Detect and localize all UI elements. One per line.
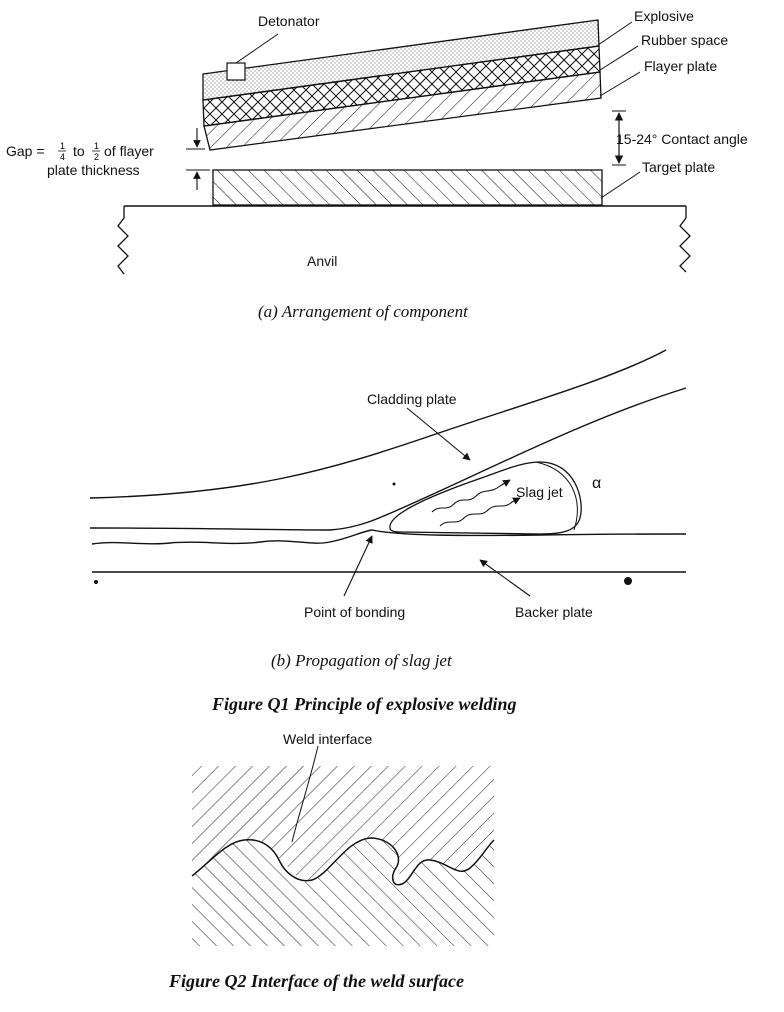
figure-q1-title: Figure Q1 Principle of explosive welding — [211, 694, 516, 714]
label-alpha: α — [592, 475, 601, 492]
svg-text:4: 4 — [60, 152, 65, 162]
label-detonator: Detonator — [258, 13, 320, 29]
panel-b: Cladding plate Slag jet α Point of bondi… — [89, 349, 687, 670]
slag-jet-bubble — [389, 461, 582, 535]
svg-text:Gap =: Gap = — [6, 143, 45, 159]
label-target-plate: Target plate — [642, 159, 715, 175]
label-flayer-plate: Flayer plate — [644, 58, 717, 74]
bond-interface — [91, 529, 687, 545]
svg-text:to: to — [73, 143, 85, 159]
label-point-of-bonding: Point of bonding — [304, 604, 405, 620]
figure-q2: Weld interface — [191, 731, 495, 946]
label-weld-interface: Weld interface — [283, 731, 372, 747]
label-contact-angle: 15-24° Contact angle — [616, 131, 748, 147]
target-plate — [212, 169, 603, 206]
panel-a: Detonator Explosive Rubber space Flayer … — [6, 8, 748, 321]
svg-text:1: 1 — [94, 141, 99, 151]
label-anvil: Anvil — [307, 253, 337, 269]
svg-text:1: 1 — [60, 141, 65, 151]
label-gap: Gap = 1 4 to 1 2 of flayer plate thickne… — [6, 141, 154, 178]
cladding-plate-bottom — [89, 387, 687, 531]
svg-text:2: 2 — [94, 152, 99, 162]
detonator-box — [226, 62, 246, 81]
weld-interface-wave — [191, 837, 495, 886]
caption-b: (b) Propagation of slag jet — [271, 651, 453, 670]
flayer-plate — [203, 71, 602, 151]
label-rubber-space: Rubber space — [641, 32, 728, 48]
cladding-plate-top — [89, 349, 667, 499]
label-explosive: Explosive — [634, 8, 694, 24]
label-backer-plate: Backer plate — [515, 604, 593, 620]
figure-q2-title: Figure Q2 Interface of the weld surface — [168, 971, 464, 991]
svg-text:of flayer: of flayer — [104, 143, 154, 159]
label-slag-jet: Slag jet — [516, 484, 563, 500]
label-cladding-plate: Cladding plate — [367, 391, 457, 407]
svg-text:plate thickness: plate thickness — [47, 162, 140, 178]
caption-a: (a) Arrangement of component — [258, 302, 469, 321]
